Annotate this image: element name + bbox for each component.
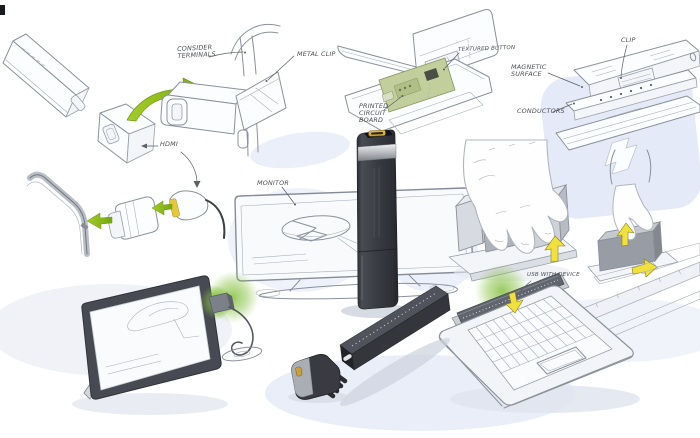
lift-hand-sketch bbox=[587, 149, 700, 282]
hdmi-port-hole bbox=[102, 123, 120, 145]
gold-port bbox=[295, 366, 303, 377]
clip-device-sketch bbox=[160, 24, 287, 157]
annotation-conductors: CONDUCTORS bbox=[517, 107, 565, 115]
silver-band bbox=[357, 143, 397, 162]
stick-end-port bbox=[70, 95, 86, 111]
insert-arrow-icon bbox=[86, 212, 113, 230]
tablet-stand-sketch bbox=[81, 275, 263, 400]
trackpad bbox=[536, 346, 587, 375]
usb-c-port bbox=[342, 353, 353, 362]
right-arrow-icon bbox=[631, 258, 658, 278]
annotation-usb-with-device: USB WITH DEVICE bbox=[527, 272, 580, 278]
annotation-pcb: PRINTED CIRCUIT BOARD bbox=[359, 102, 389, 125]
exploded-bar-sketch bbox=[555, 39, 700, 175]
annotation-magnetic-surface: MAGNETIC SURFACE bbox=[511, 63, 547, 79]
usb-dongle bbox=[208, 292, 232, 314]
press-dock-sketch bbox=[448, 139, 578, 282]
annotation-metal-clip: METAL CLIP bbox=[297, 50, 336, 58]
tower-device bbox=[356, 129, 399, 310]
hand-press-sketch bbox=[462, 139, 569, 254]
tablet-screen bbox=[89, 285, 211, 391]
cable bbox=[228, 306, 254, 356]
insert-arrow-icon bbox=[151, 200, 173, 216]
leader-lines bbox=[141, 44, 628, 296]
weight-base bbox=[221, 346, 263, 362]
metal-clip-plate bbox=[235, 71, 287, 131]
corner-artifact bbox=[0, 5, 5, 15]
engraved-logo bbox=[21, 47, 46, 67]
cable bbox=[205, 199, 226, 239]
pogo-contacts bbox=[599, 83, 653, 102]
annotation-monitor: MONITOR bbox=[257, 179, 289, 187]
annotation-clip: CLIP bbox=[621, 36, 636, 44]
tablet-side-port bbox=[80, 222, 89, 230]
clip-device-port bbox=[171, 103, 183, 121]
down-arrow-icon bbox=[505, 291, 524, 314]
annotation-hdmi: HDMI bbox=[160, 140, 178, 148]
keyboard-dock-sketch bbox=[438, 264, 634, 409]
up-arrow-icon bbox=[544, 235, 566, 263]
down-arrow-outline-icon bbox=[604, 137, 638, 175]
device-render bbox=[288, 129, 451, 406]
key-columns bbox=[475, 298, 587, 370]
up-arrow-icon bbox=[616, 222, 635, 247]
annotation-consider-terminals: CONSIDER TERMINALS bbox=[176, 43, 217, 61]
travel-adapter bbox=[291, 354, 348, 400]
end-button bbox=[689, 52, 697, 62]
pcb-chip bbox=[424, 68, 439, 81]
tablet-edge-sketch bbox=[26, 171, 90, 257]
stick-sketch bbox=[2, 33, 90, 118]
connector-plug-sketch bbox=[86, 190, 226, 240]
